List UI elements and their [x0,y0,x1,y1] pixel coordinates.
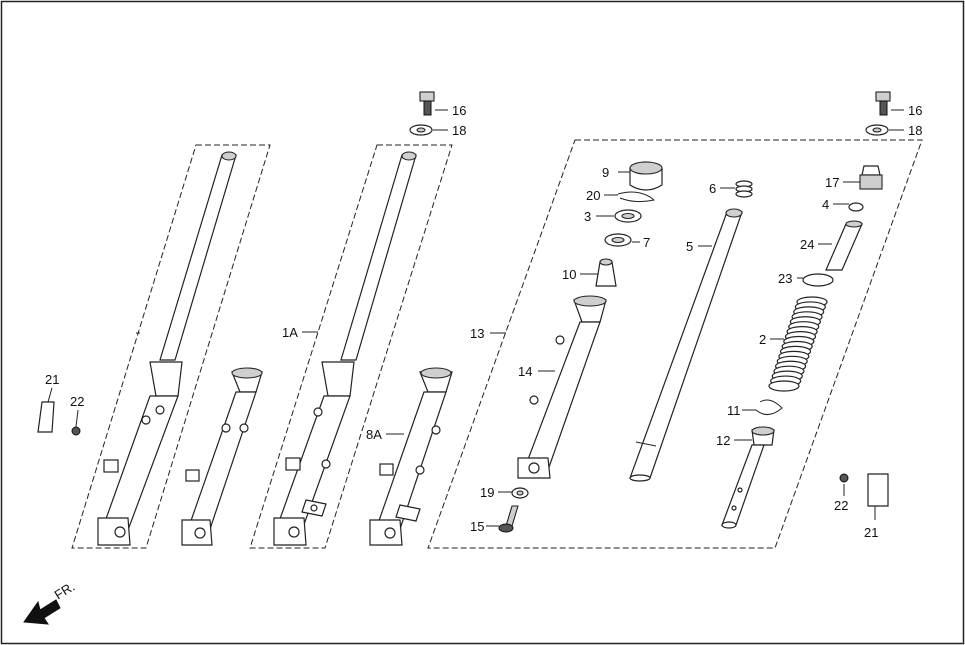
label-1a: 1A [282,325,298,340]
part-6-small-spring [735,180,753,198]
label-3: 3 [584,209,591,224]
part-2-fork-spring [768,296,828,392]
part-9-dust-seal [629,161,663,191]
part-19-washer [511,487,529,499]
label-20: 20 [586,188,600,203]
part-15-bolt [498,505,519,533]
front-arrow-icon [23,599,61,625]
front-direction-label: FR. [52,579,78,603]
fork-assembly-left [97,151,237,546]
label-22-left: 22 [70,394,84,409]
front-direction-indicator: FR. [23,579,78,625]
label-22-right: 22 [834,498,848,513]
part-5-inner-tube [629,208,743,482]
label-17: 17 [825,175,839,190]
part-23-spring-washer [802,273,834,287]
label-18-right: 18 [908,123,922,138]
part-4-o-ring [848,202,864,212]
label-6: 6 [709,181,716,196]
label-12: 12 [716,433,730,448]
part-14-lower-slider [517,295,607,479]
part-21-reflector-left [37,401,55,433]
group-outline-left-fork [71,144,271,549]
lower-slider-left [181,367,263,546]
label-8a: 8A [366,427,382,442]
label-14: 14 [518,364,532,379]
label-2: 2 [759,332,766,347]
label-24: 24 [800,237,814,252]
part-24-spacer [825,220,863,271]
part-7-washer [604,233,632,247]
part-11-circlip [755,399,783,415]
part-3-oil-seal [614,209,642,223]
label-23: 23 [778,271,792,286]
group-outline-fork-1a [249,144,453,549]
group-outline-fork-13 [427,139,923,549]
label-4: 4 [822,197,829,212]
label-18-left: 18 [452,123,466,138]
part-21-reflector-right [867,473,889,507]
label-15: 15 [470,519,484,534]
label-11: 11 [727,403,741,418]
label-9: 9 [602,165,609,180]
label-10: 10 [562,267,576,282]
part-22-nut-right [839,473,849,483]
part-18-washer-left [409,124,433,136]
lower-slider-8a [369,367,453,546]
spring-coil [768,380,800,392]
part-17-cap-bolt [859,165,883,190]
label-19: 19 [480,485,494,500]
label-5: 5 [686,239,693,254]
fork-assembly-1a [273,151,417,546]
label-16-left: 16 [452,103,466,118]
part-20-clip [617,191,656,203]
label-21-left: 21 [45,372,59,387]
part-10-bushing [595,258,617,287]
part-22-nut-left [71,426,81,436]
part-18-washer-right [865,124,889,136]
part-16-bolt-left [419,91,435,116]
label-7: 7 [643,235,650,250]
label-21-right: 21 [864,525,878,540]
label-16-right: 16 [908,103,922,118]
part-16-bolt-right [875,91,891,116]
label-13: 13 [470,326,484,341]
part-12-damper-rod [721,426,775,529]
leader-lines [47,109,904,527]
